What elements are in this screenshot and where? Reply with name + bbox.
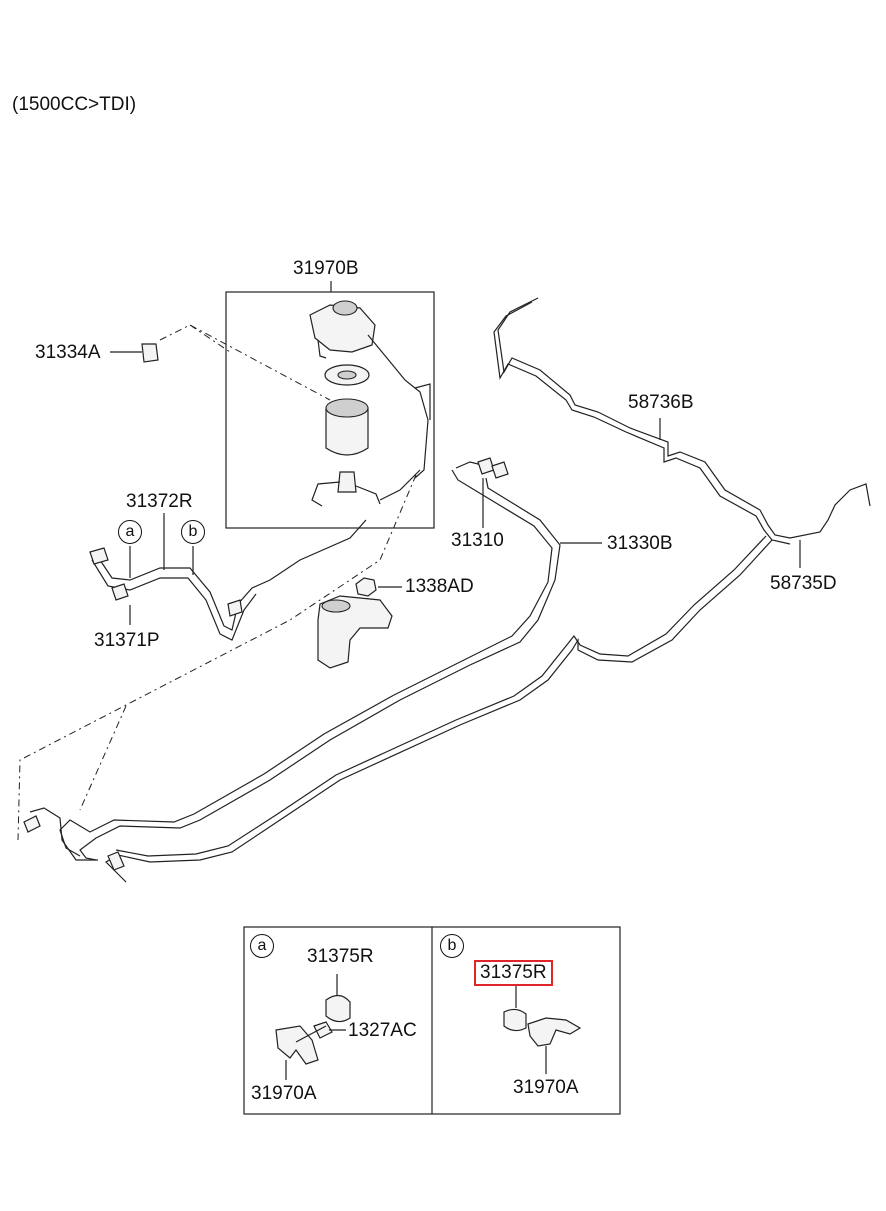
label-31970b: 31970B	[293, 258, 359, 279]
filter-group-box	[225, 291, 435, 529]
filter-ring	[324, 364, 370, 386]
label-58735d: 58735D	[770, 573, 837, 594]
nut-1338ad	[355, 577, 377, 597]
label-31371p: 31371P	[94, 630, 160, 651]
detail-b-tag: b	[440, 934, 464, 958]
detail-b-label-31375r-highlighted[interactable]: 31375R	[474, 960, 553, 986]
detail-b-label-31970a: 31970A	[513, 1077, 579, 1098]
connector-31310	[477, 457, 509, 479]
engine-caption: (1500CC>TDI)	[12, 94, 137, 115]
detail-a-label-31970a: 31970A	[251, 1083, 317, 1104]
fuel-filter-head	[309, 300, 406, 381]
detail-a-label-1327ac: 1327AC	[348, 1020, 417, 1041]
detail-a-clamp	[275, 1021, 333, 1065]
label-31372r: 31372R	[126, 491, 193, 512]
detail-b-grommet	[503, 1008, 527, 1032]
label-31334a: 31334A	[35, 342, 101, 363]
clip-31334a	[141, 343, 159, 363]
label-31330b: 31330B	[607, 533, 673, 554]
callout-a: a	[118, 520, 142, 544]
detail-b-clamp	[527, 1017, 582, 1047]
filter-cartridge	[325, 398, 369, 456]
label-31310: 31310	[451, 530, 504, 551]
filter-bracket	[317, 595, 393, 669]
filter-sensor	[311, 471, 381, 507]
detail-a-grommet	[325, 994, 351, 1023]
detail-a-tag: a	[250, 934, 274, 958]
label-58736b: 58736B	[628, 392, 694, 413]
detail-a-label-31375r: 31375R	[307, 946, 374, 967]
label-1338ad: 1338AD	[405, 576, 474, 597]
callout-b: b	[181, 520, 205, 544]
